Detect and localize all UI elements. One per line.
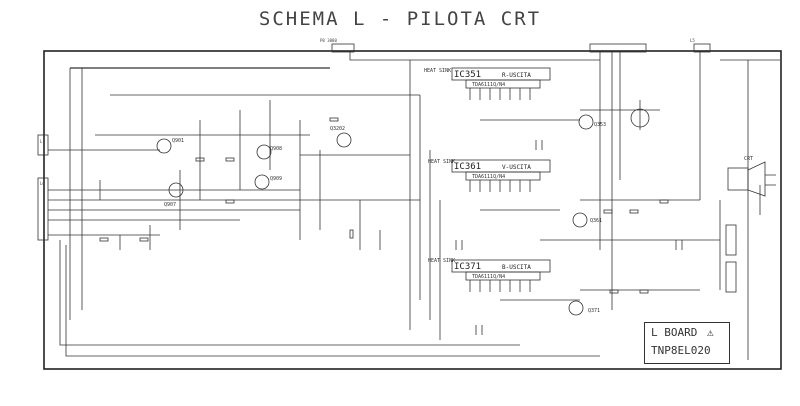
q3202-label: Q3202 [330, 126, 345, 132]
q353-label: Q353 [594, 122, 606, 128]
board-info-box: L BOARD ⚠ TNP8EL020 [644, 322, 730, 364]
board-code: TNP8EL020 [651, 344, 711, 357]
svg-text:L6: L6 [40, 181, 45, 186]
q371-label: Q371 [588, 308, 600, 314]
ic351-block [451, 67, 551, 100]
q909-label: Q909 [270, 176, 282, 182]
q908-label: Q908 [270, 146, 282, 152]
connector-top-right: L5 [589, 38, 711, 53]
q907-label: Q907 [164, 202, 176, 208]
ic371-block [451, 259, 551, 292]
connector-top-center: P8 3080 [320, 38, 355, 53]
ic361-ref: IC361 [454, 162, 481, 172]
ic371-ref: IC371 [454, 262, 481, 272]
connector-left-lower: L6 [37, 177, 49, 241]
ic351-ref: IC351 [454, 70, 481, 80]
q901-label: Q901 [172, 138, 184, 144]
transistor-symbols [156, 108, 650, 316]
ic361-part: TDA6111Q/N4 [472, 174, 505, 180]
ic361-block [451, 159, 551, 192]
schematic-title: SCHEMA L - PILOTA CRT [258, 8, 542, 30]
connector-left-upper: L [37, 134, 49, 156]
ic361-output: V-USCITA [502, 164, 531, 171]
svg-text:P8 3080: P8 3080 [320, 38, 337, 43]
ic371-output: B-USCITA [502, 264, 531, 271]
passive-components [99, 117, 737, 335]
warning-triangle-icon: ⚠ [707, 326, 714, 339]
svg-text:L5: L5 [690, 38, 695, 43]
ic371-part: TDA6111Q/N4 [472, 274, 505, 280]
svg-text:L: L [40, 139, 43, 144]
crt-socket [727, 161, 776, 197]
ic351-output: R-USCITA [502, 72, 531, 79]
ic371-heatsink: HEAT SINK [428, 258, 455, 264]
q361-label: Q361 [590, 218, 602, 224]
ic351-heatsink: HEAT SINK [424, 68, 451, 74]
ic361-heatsink: HEAT SINK [428, 159, 455, 165]
bus-wires [48, 52, 780, 360]
ic351-part: TDA6111Q/N4 [472, 82, 505, 88]
board-name: L BOARD [651, 326, 698, 339]
board-frame [43, 50, 782, 370]
crt-label: CRT [744, 156, 753, 162]
